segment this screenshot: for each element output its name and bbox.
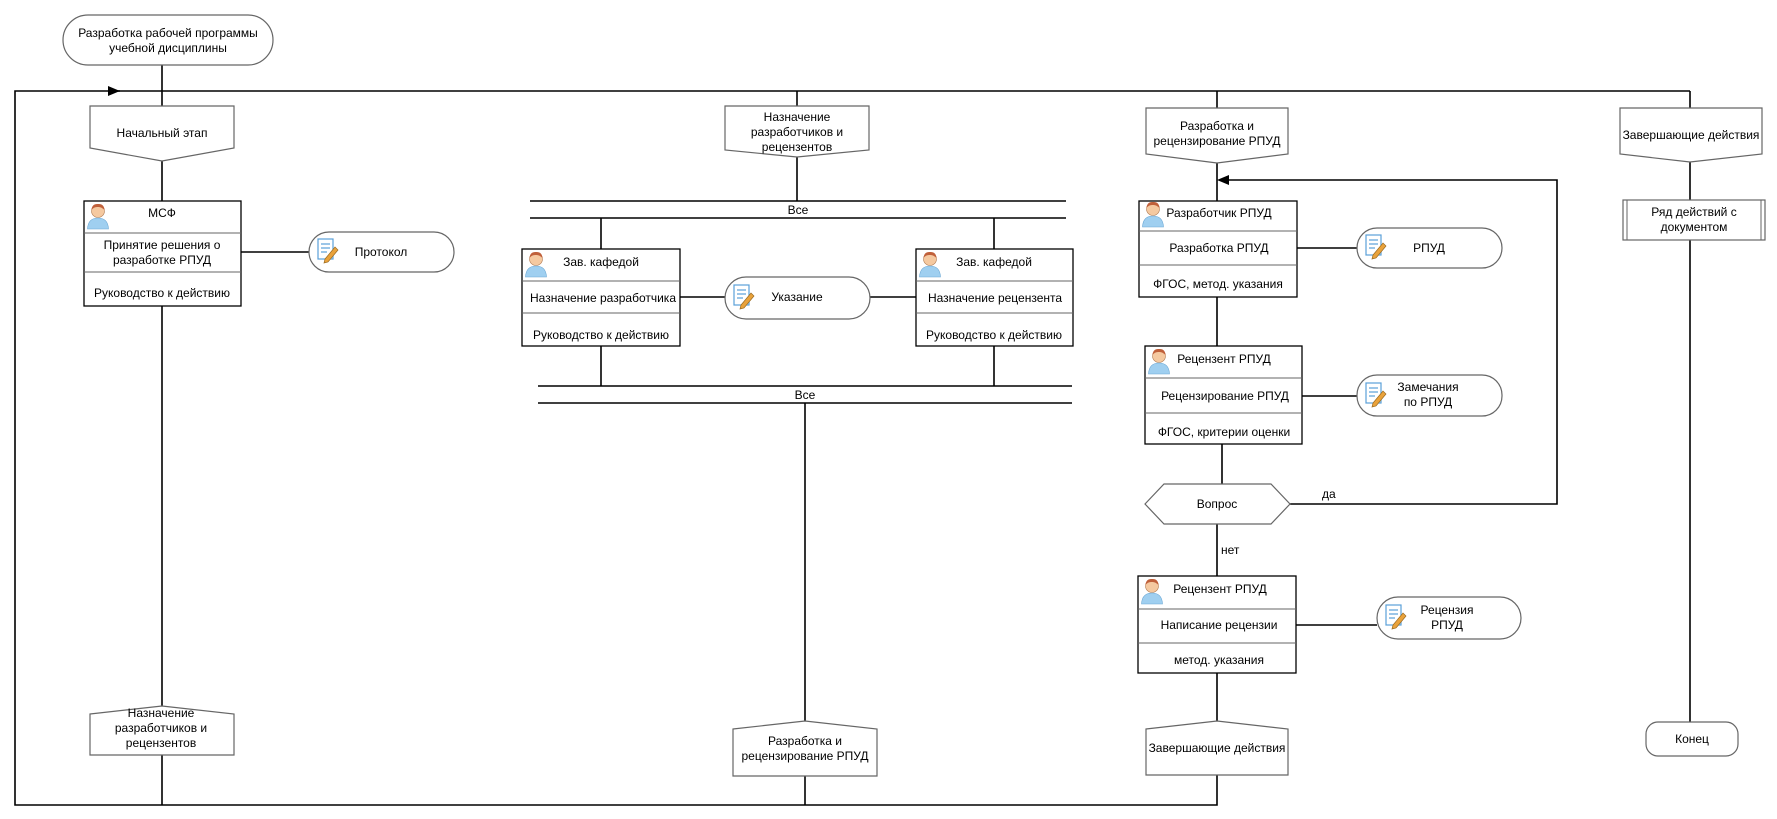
doc-label: Указание <box>771 290 823 304</box>
stage-assign-line1: Назначение <box>764 110 831 124</box>
task-review-writing[interactable]: Рецензент РПУД Написание рецензии метод.… <box>1137 575 1297 674</box>
connectors <box>14 65 1691 806</box>
arrowhead-loop <box>1217 175 1229 185</box>
task-role: Разработчик РПУД <box>1166 206 1271 220</box>
end-develop[interactable]: Разработка и рецензирование РПУД <box>732 720 878 777</box>
task-zav-kaf-reviewer[interactable]: Зав. кафедой Назначение рецензента Руков… <box>915 248 1074 347</box>
arrowhead-top <box>108 86 120 96</box>
task-developer[interactable]: Разработчик РПУД Разработка РПУД ФГОС, м… <box>1138 200 1298 298</box>
decision-vopros[interactable]: Вопрос <box>1144 483 1291 525</box>
start-line1: Разработка рабочей программы <box>78 26 258 40</box>
stage-assign[interactable]: Назначение разработчиков и рецензентов <box>724 105 870 158</box>
task-role: Рецензент РПУД <box>1177 352 1271 366</box>
stage-develop-line1: Разработка и <box>1180 119 1254 133</box>
stage-assign-line3: рецензентов <box>762 140 832 154</box>
task-input: ФГОС, критерии оценки <box>1158 425 1290 439</box>
task-input: метод. указания <box>1174 653 1264 667</box>
task-zav-kaf-developer[interactable]: Зав. кафедой Назначение разработчика Рук… <box>521 248 681 347</box>
end-konec[interactable]: Конец <box>1645 721 1739 757</box>
doc-rpud[interactable]: РПУД <box>1356 227 1503 269</box>
doc-label-line2: по РПУД <box>1404 395 1452 409</box>
stage-initial[interactable]: Начальный этап <box>89 105 235 162</box>
task-reviewer[interactable]: Рецензент РПУД Рецензирование РПУД ФГОС,… <box>1144 345 1303 445</box>
decision-yes-label: да <box>1322 487 1336 501</box>
fork-bar-label: Все <box>788 203 809 217</box>
doc-label-line2: РПУД <box>1431 618 1463 632</box>
stage-initial-label: Начальный этап <box>117 126 208 140</box>
decision-label: Вопрос <box>1197 497 1238 511</box>
end-konec-label: Конец <box>1675 732 1709 746</box>
end-final[interactable]: Завершающие действия <box>1145 720 1289 776</box>
doc-ukazanie[interactable]: Указание <box>724 276 871 320</box>
end-develop-line1: Разработка и <box>768 734 842 748</box>
task-action-line2: разработке РПУД <box>113 253 211 267</box>
outer-loop <box>14 90 1218 806</box>
task-action: Назначение разработчика <box>530 291 676 305</box>
end-final-label: Завершающие действия <box>1149 741 1286 755</box>
stage-final[interactable]: Завершающие действия <box>1619 107 1763 163</box>
task-role: Зав. кафедой <box>563 255 639 269</box>
task-input: Руководство к действию <box>926 328 1062 342</box>
stage-develop-line2: рецензирование РПУД <box>1153 134 1280 148</box>
doc-label-line1: Замечания <box>1397 380 1458 394</box>
task-role: Рецензент РПУД <box>1173 582 1267 596</box>
stage-final-label: Завершающие действия <box>1623 128 1760 142</box>
doc-label: РПУД <box>1413 241 1445 255</box>
task-input: Руководство к действию <box>533 328 669 342</box>
doc-recenzia[interactable]: Рецензия РПУД <box>1376 596 1522 640</box>
decision-no-label: нет <box>1221 543 1240 557</box>
start-node[interactable]: Разработка рабочей программы учебной дис… <box>62 14 274 66</box>
task-action: Написание рецензии <box>1161 618 1278 632</box>
doc-actions-box[interactable]: Ряд действий с документом <box>1622 199 1766 241</box>
join-bar-label: Все <box>795 388 816 402</box>
task-action: Рецензирование РПУД <box>1161 389 1289 403</box>
task-role: Зав. кафедой <box>956 255 1032 269</box>
doc-zamechania[interactable]: Замечания по РПУД <box>1356 374 1503 417</box>
task-action: Разработка РПУД <box>1169 241 1268 255</box>
doc-actions-line2: документом <box>1661 220 1728 234</box>
end-assign-line3: рецензентов <box>126 736 196 750</box>
task-action: Назначение рецензента <box>928 291 1062 305</box>
start-line2: учебной дисциплины <box>109 41 227 55</box>
doc-label-line1: Рецензия <box>1421 603 1474 617</box>
doc-protocol[interactable]: Протокол <box>308 231 455 273</box>
task-action-line1: Принятие решения о <box>104 238 221 252</box>
doc-label: Протокол <box>355 245 408 259</box>
stage-develop[interactable]: Разработка и рецензирование РПУД <box>1145 107 1289 164</box>
task-input: ФГОС, метод. указания <box>1153 277 1283 291</box>
task-input: Руководство к действию <box>94 286 230 300</box>
task-msf[interactable]: МСФ Принятие решения о разработке РПУД Р… <box>83 200 242 307</box>
end-assign[interactable]: Назначение разработчиков и рецензентов <box>89 705 235 756</box>
end-assign-line1: Назначение <box>128 706 195 720</box>
end-develop-line2: рецензирование РПУД <box>741 749 868 763</box>
stage-assign-line2: разработчиков и <box>751 125 843 139</box>
task-role: МСФ <box>148 206 176 220</box>
end-assign-line2: разработчиков и <box>115 721 207 735</box>
doc-actions-line1: Ряд действий с <box>1651 205 1736 219</box>
